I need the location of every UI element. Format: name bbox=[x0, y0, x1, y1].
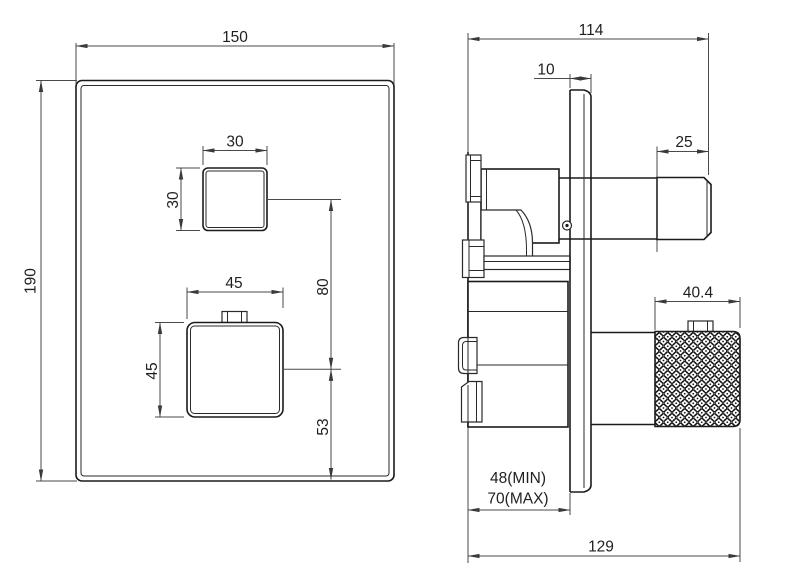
dim-plate-height-label: 190 bbox=[23, 268, 40, 294]
dim-knob-spacing-label: 80 bbox=[315, 278, 332, 296]
lower-knob-stem bbox=[591, 331, 657, 426]
dim-knob1-depth: 25 bbox=[656, 134, 709, 154]
dim-knob-spacing: 80 bbox=[315, 199, 334, 370]
dim-plate-width: 150 bbox=[75, 29, 395, 84]
dim-knob2-depth-label: 40.4 bbox=[683, 285, 714, 302]
dim-recess-depth: 48(MIN) 70(MAX) bbox=[467, 470, 571, 513]
dim-plate-thickness: 10 bbox=[534, 62, 592, 93]
side-upper-knob bbox=[656, 176, 712, 241]
knurl-texture bbox=[654, 330, 741, 428]
dim-recess-min-label: 48(MIN) bbox=[490, 470, 546, 487]
upper-knob-stem bbox=[559, 177, 657, 240]
dim-knob1-width-label: 30 bbox=[226, 134, 244, 151]
dim-plate-width-label: 150 bbox=[222, 29, 248, 46]
side-wall-plate bbox=[569, 89, 592, 493]
dim-total-depth-label: 114 bbox=[579, 22, 604, 39]
side-valve-body bbox=[457, 152, 571, 428]
front-wall-plate bbox=[75, 79, 395, 482]
dim-knob2-height-label: 45 bbox=[144, 362, 161, 379]
dim-knob1-height: 30 bbox=[165, 167, 200, 231]
plate-screw bbox=[561, 220, 573, 231]
dim-knob2-height: 45 bbox=[144, 322, 184, 418]
front-lower-knob bbox=[186, 310, 284, 418]
dim-knob2-bottom-label: 53 bbox=[315, 418, 332, 435]
dim-knob2-width: 45 bbox=[186, 275, 284, 319]
dim-knob2-depth: 40.4 bbox=[654, 285, 741, 330]
dim-installed-depth: 129 bbox=[467, 539, 741, 559]
dim-knob2-bottom: 53 bbox=[315, 368, 334, 480]
dim-installed-depth-label: 129 bbox=[588, 539, 614, 556]
side-view: 114 10 25 40.4 48(MIN) bbox=[457, 22, 741, 563]
dim-recess-max-label: 70(MAX) bbox=[487, 491, 548, 508]
dim-knob2-width-label: 45 bbox=[225, 275, 242, 292]
dim-plate-thickness-label: 10 bbox=[537, 62, 555, 79]
dim-knob1-width: 30 bbox=[202, 134, 268, 165]
dim-plate-height: 190 bbox=[23, 80, 77, 482]
side-lower-knob bbox=[654, 320, 741, 428]
dim-knob1-height-label: 30 bbox=[165, 191, 182, 209]
dim-knob1-depth-label: 25 bbox=[675, 134, 692, 151]
front-view: 150 190 30 30 45 bbox=[23, 29, 395, 482]
dim-total-depth: 114 bbox=[467, 22, 709, 175]
front-upper-knob bbox=[202, 167, 268, 232]
